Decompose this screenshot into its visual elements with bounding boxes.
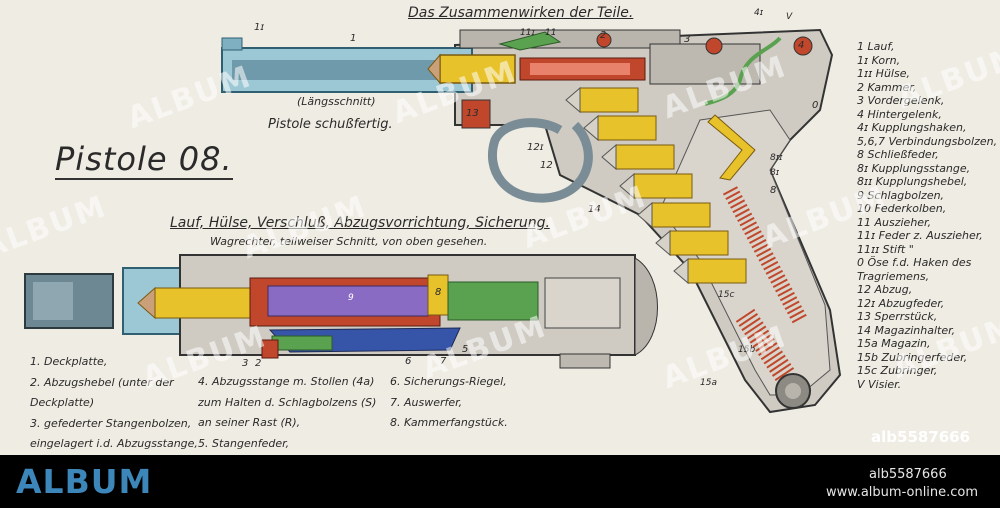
bottom-legend-right: 6. Sicherungs-Riegel, 7. Auswerfer, 8. K… bbox=[390, 372, 508, 434]
part-label: 7 bbox=[440, 356, 447, 367]
part-label: 15b bbox=[738, 345, 756, 355]
part-label: 9 bbox=[348, 293, 354, 303]
part-label: 3 bbox=[242, 358, 249, 369]
legend-item: 11ɪ Feder z. Auszieher, bbox=[857, 229, 983, 242]
legend-item: 2 Kammer, bbox=[857, 80, 917, 94]
lower-subtitle: Wagrechter, teilweiser Schnitt, von oben… bbox=[210, 235, 488, 248]
legend-item: 1ɪɪ Hülse, bbox=[857, 67, 910, 80]
part-label: 1ɪ bbox=[254, 22, 265, 33]
footer-url[interactable]: www.album-online.com bbox=[826, 485, 979, 500]
section-caption: Pistole schußfertig. bbox=[268, 117, 393, 132]
footer-bar bbox=[0, 455, 1000, 508]
lower-title: Lauf, Hülse, Verschluß, Abzugsvorrichtun… bbox=[170, 215, 550, 231]
legend-item: 3. gefederter Stangenbolzen, bbox=[30, 416, 192, 430]
part-label: 11 bbox=[545, 28, 557, 38]
image-id-overlay: alb5587666 bbox=[871, 428, 971, 446]
legend-item: 4ɪ Kupplungshaken, bbox=[857, 121, 967, 134]
legend-item: 4 Hintergelenk, bbox=[857, 107, 942, 121]
legend-item: 5,6,7 Verbindungsbolzen, bbox=[857, 134, 998, 148]
section-label: (Längsschnitt) bbox=[297, 95, 376, 108]
pistol-diagram bbox=[24, 28, 842, 414]
legend-item: 11ɪɪ Stift " bbox=[857, 242, 914, 256]
legend-item: 0 Öse f.d. Haken des bbox=[857, 256, 972, 269]
legend-item: 9 Schlagbolzen, bbox=[857, 188, 945, 202]
part-label: 8ɪ bbox=[770, 168, 780, 178]
part-label: 3 bbox=[684, 34, 691, 45]
footer-image-id: alb5587666 bbox=[869, 467, 947, 482]
legend-item: 12ɪ Abzugfeder, bbox=[857, 296, 945, 310]
part-label: 15c bbox=[718, 290, 735, 300]
legend-item: 8ɪɪ Kupplungshebel, bbox=[857, 175, 968, 188]
illustration-plate: Das Zusammenwirken der Teile. Pistole 08… bbox=[0, 5, 1000, 455]
legend-item: 10 Federkolben, bbox=[857, 202, 947, 215]
legend-item: 8. Kammerfangstück. bbox=[390, 416, 508, 429]
part-label: 1 bbox=[350, 33, 357, 44]
barrel-receiver-section bbox=[24, 254, 658, 369]
legend-item: 7. Auswerfer, bbox=[390, 395, 463, 409]
legend-item: 13 Sperrstück, bbox=[857, 310, 938, 323]
part-label: 4 bbox=[798, 40, 805, 51]
legend-item: 8ɪ Kupplungsstange, bbox=[857, 161, 971, 175]
legend-item: 15a Magazin, bbox=[857, 337, 931, 350]
part-label: 5 bbox=[462, 344, 469, 355]
legend-item: an seiner Rast (R), bbox=[198, 416, 301, 429]
bottom-legend-middle: 4. Abzugsstange m. Stollen (4a) zum Halt… bbox=[198, 372, 376, 454]
main-title: Pistole 08. bbox=[55, 140, 233, 180]
pistol-side-section bbox=[221, 28, 842, 414]
legend-item: 1ɪ Korn, bbox=[857, 53, 901, 67]
album-logo[interactable]: ALBUM bbox=[16, 462, 153, 501]
legend-item: 15c Zubringer, bbox=[857, 364, 938, 377]
legend-item: 1 Lauf, bbox=[857, 40, 895, 53]
parts-legend: 1 Lauf, 1ɪ Korn, 1ɪɪ Hülse, 2 Kammer, 3 … bbox=[857, 40, 997, 391]
legend-item: 6. Sicherungs-Riegel, bbox=[390, 375, 507, 388]
legend-item: zum Halten d. Schlagbolzens (S) bbox=[198, 395, 377, 409]
top-title: Das Zusammenwirken der Teile. bbox=[408, 5, 634, 21]
part-label: 8 bbox=[435, 287, 442, 298]
legend-item: 12 Abzug, bbox=[857, 283, 913, 296]
part-label: 4ɪ bbox=[754, 8, 764, 18]
legend-item: 11 Auszieher, bbox=[857, 215, 932, 229]
legend-item: 4. Abzugsstange m. Stollen (4a) bbox=[198, 375, 375, 388]
part-label: 8ɪɪ bbox=[770, 153, 783, 163]
legend-item: 1. Deckplatte, bbox=[30, 355, 108, 368]
part-label: 2 bbox=[255, 358, 262, 369]
part-label: 11ɪ bbox=[520, 28, 535, 38]
legend-item: eingelagert i.d. Abzugsstange, bbox=[30, 437, 198, 450]
part-label: 12ɪ bbox=[527, 142, 544, 153]
legend-item: Tragriemens, bbox=[857, 269, 930, 283]
part-label: 15a bbox=[700, 378, 717, 388]
part-label: 13 bbox=[466, 108, 479, 119]
legend-item: V Visier. bbox=[857, 377, 902, 391]
legend-item: 2. Abzugshebel (unter der bbox=[30, 375, 174, 389]
legend-item: Deckplatte) bbox=[30, 396, 95, 409]
part-label: 12 bbox=[540, 160, 553, 171]
legend-item: 15b Zubringerfeder, bbox=[857, 350, 968, 364]
part-label: 8 bbox=[770, 185, 777, 196]
legend-item: 14 Magazinhalter, bbox=[857, 323, 956, 337]
part-label: V bbox=[786, 12, 793, 22]
part-label: 6 bbox=[405, 356, 412, 367]
legend-item: 3 Vordergelenk, bbox=[857, 94, 945, 107]
bottom-legend-left: 1. Deckplatte, 2. Abzugshebel (unter der… bbox=[30, 352, 198, 455]
part-label: 14 bbox=[588, 204, 601, 215]
part-label: 0 bbox=[812, 100, 819, 111]
legend-item: 8 Schließfeder, bbox=[857, 148, 939, 161]
legend-item: 5. Stangenfeder, bbox=[198, 436, 290, 450]
part-label: 2 bbox=[600, 30, 607, 41]
